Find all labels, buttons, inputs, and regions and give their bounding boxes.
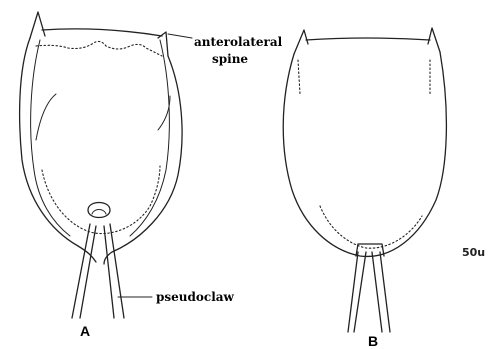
toe-right-a — [104, 224, 124, 318]
anterolateral-spine-label-line1: anterolateral — [194, 36, 282, 48]
posterior-knob-inner-a — [92, 210, 106, 215]
left-spine-b — [294, 30, 308, 54]
lorica-b — [283, 28, 446, 332]
posterior-contour-b — [320, 206, 422, 248]
fold-right-a — [158, 96, 170, 130]
left-spine-a — [30, 12, 45, 38]
toe-right-b — [372, 252, 390, 332]
anterior-margin-a — [42, 29, 162, 36]
dotted-mark-left-b — [298, 60, 300, 94]
anterolateral-leader — [168, 34, 192, 38]
scale-label: 50u — [462, 247, 485, 258]
outer-outline-a — [20, 38, 182, 264]
anterolateral-spine-label-line2: spine — [212, 53, 248, 65]
lorica-a — [20, 12, 192, 318]
fold-left-a — [36, 94, 56, 140]
panel-b-label: B — [368, 334, 378, 348]
wavy-line-a — [36, 41, 162, 56]
body-outline-b — [283, 52, 446, 256]
toe-left-b — [348, 252, 366, 332]
toe-left-a — [72, 224, 96, 318]
inner-outline-right-a — [130, 40, 169, 236]
panel-a-label: A — [80, 324, 90, 338]
lorica-figure: anterolateral spine pseudoclaw A B 50u — [0, 0, 489, 342]
pseudoclaw-label: pseudoclaw — [156, 291, 234, 303]
anterior-margin-b — [306, 38, 430, 40]
